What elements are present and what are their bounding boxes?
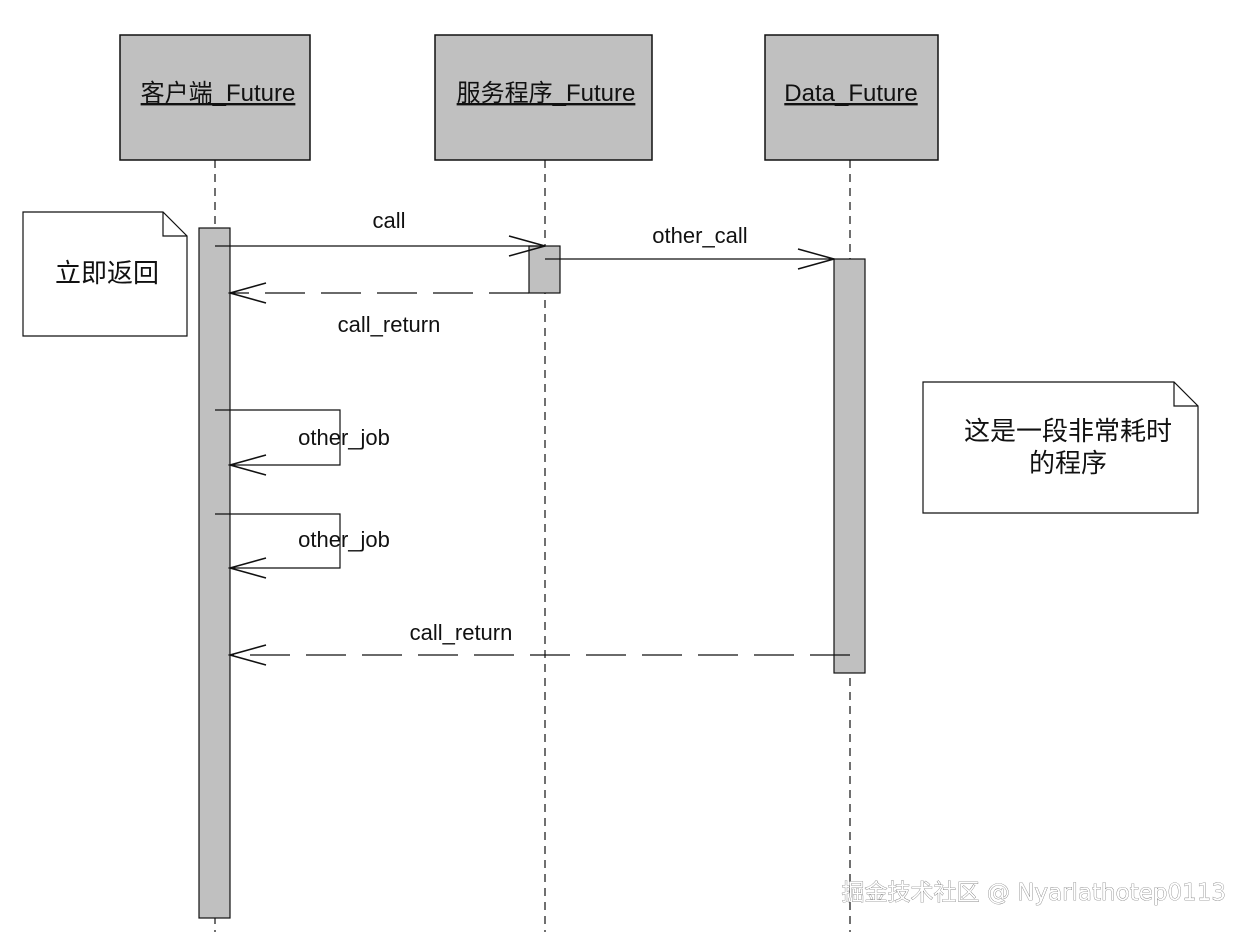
- message-other-job-2: other_job: [215, 513, 390, 568]
- activation-service: [528, 245, 561, 294]
- message-call-return-1-label: call_return: [338, 312, 441, 337]
- note-time-consuming-line-1: 这是一段非常耗时: [964, 417, 1172, 447]
- note-time-consuming: 这是一段非常耗时 的程序: [922, 381, 1199, 514]
- message-call-return-1: call_return: [230, 293, 529, 337]
- message-other-call: other_call: [545, 223, 834, 259]
- watermark: 掘金技术社区 @ Nyarlathotep0113: [842, 880, 1226, 906]
- note-time-consuming-line-2: 的程序: [1029, 449, 1107, 479]
- note-immediate-return: 立即返回: [22, 211, 188, 337]
- lifeline-data-label: Data_Future: [784, 80, 917, 107]
- note-immediate-return-text: 立即返回: [55, 259, 159, 289]
- lifeline-client: 客户端_Future: [119, 34, 311, 161]
- message-call-label: call: [372, 208, 405, 233]
- lifeline-client-label: 客户端_Future: [141, 80, 296, 107]
- message-call-return-2-label: call_return: [410, 620, 513, 645]
- lifeline-data: Data_Future: [764, 34, 939, 161]
- message-other-job-1: other_job: [215, 409, 390, 465]
- activation-client: [198, 227, 231, 919]
- message-call: call: [215, 208, 545, 246]
- lifeline-service-label: 服务程序_Future: [457, 80, 636, 107]
- lifeline-service: 服务程序_Future: [434, 34, 653, 161]
- message-other-job-2-label: other_job: [298, 527, 390, 552]
- message-call-return-2: call_return: [230, 620, 850, 655]
- activation-data: [833, 258, 866, 674]
- message-other-job-1-label: other_job: [298, 425, 390, 450]
- message-other-call-label: other_call: [652, 223, 747, 248]
